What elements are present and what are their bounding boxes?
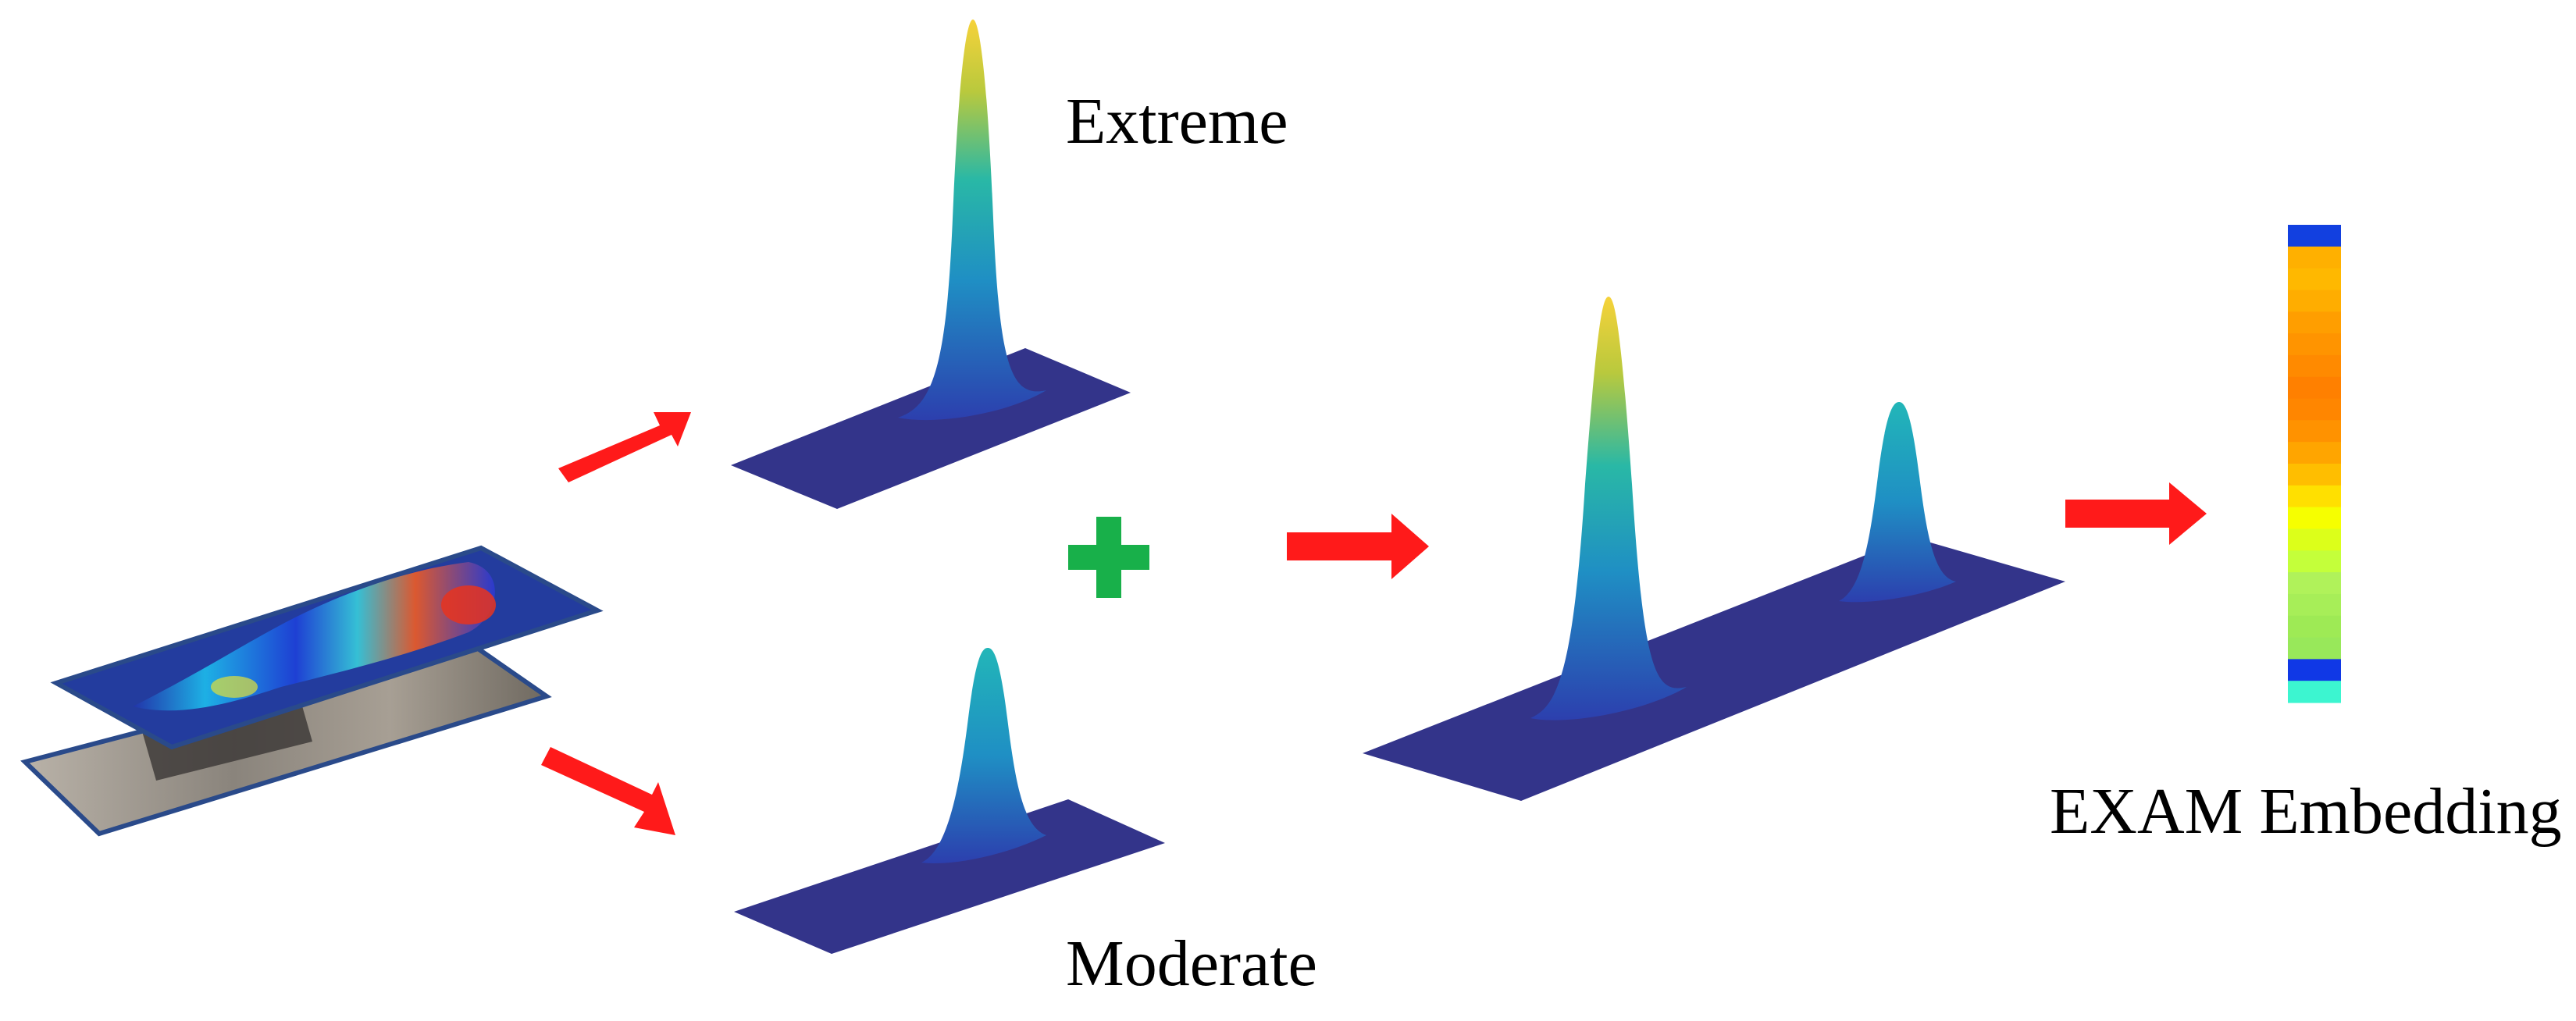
moderate-plane <box>734 799 1165 954</box>
embedding-cell <box>2288 637 2341 660</box>
embedding-label: EXAM Embedding <box>2050 775 2562 848</box>
exam-embedding-vector <box>2288 225 2341 703</box>
moderate-distribution: Moderate <box>734 648 1317 1000</box>
embedding-cell <box>2288 246 2341 269</box>
embedding-cell <box>2288 333 2341 356</box>
embedding-cell <box>2288 507 2341 530</box>
embedding-cell <box>2288 268 2341 291</box>
embedding-cell <box>2288 354 2341 378</box>
arrow-to-embedding <box>2065 482 2207 545</box>
embedding-cell <box>2288 464 2341 486</box>
extreme-plane <box>731 348 1131 509</box>
heatmap-hotspot <box>441 585 496 624</box>
input-layers <box>20 545 604 837</box>
embedding-cell <box>2288 420 2341 443</box>
heatmap-coldspot <box>211 676 258 698</box>
embedding-cell <box>2288 593 2341 617</box>
embedding-cell <box>2288 290 2341 312</box>
embedding-cell <box>2288 398 2341 421</box>
combined-distribution <box>1363 297 2065 801</box>
embedding-cell <box>2288 681 2341 703</box>
embedding-cell <box>2288 659 2341 681</box>
combined-moderate-peak <box>1839 402 1956 603</box>
embedding-cell <box>2288 528 2341 551</box>
embedding-cell <box>2288 311 2341 334</box>
embedding-cell <box>2288 572 2341 595</box>
plus-icon <box>1068 517 1149 598</box>
embedding-cell <box>2288 550 2341 573</box>
embedding-cell <box>2288 376 2341 400</box>
moderate-label: Moderate <box>1066 927 1317 1000</box>
embedding-cell <box>2288 485 2341 508</box>
moderate-peak <box>921 648 1046 863</box>
embedding-cell <box>2288 442 2341 464</box>
arrow-to-moderate <box>541 747 675 835</box>
combined-extreme-peak <box>1530 297 1687 720</box>
heatmap-blob <box>133 562 495 711</box>
extreme-distribution: Extreme <box>731 20 1288 509</box>
extreme-peak <box>898 20 1046 421</box>
arrow-to-extreme <box>558 412 691 482</box>
embedding-cell <box>2288 615 2341 639</box>
arrow-to-combined <box>1287 514 1429 579</box>
extreme-label: Extreme <box>1066 85 1288 158</box>
combined-plane <box>1363 537 2065 801</box>
embedding-cell <box>2288 225 2341 247</box>
